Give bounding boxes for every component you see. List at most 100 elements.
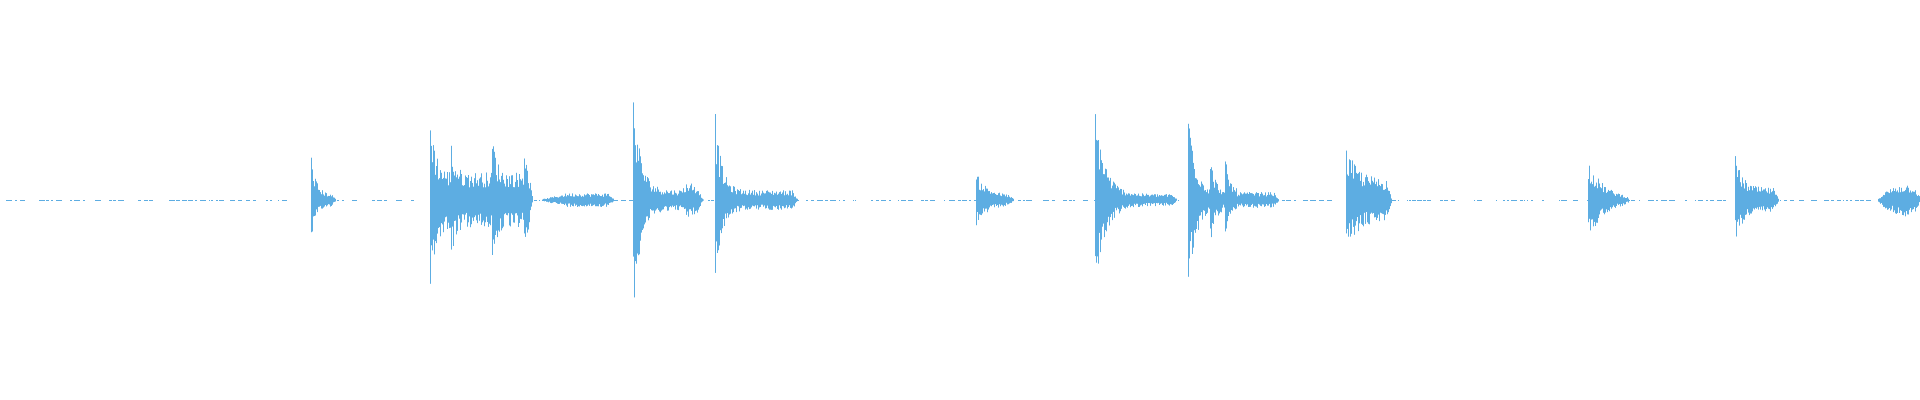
- waveform-sample-column: [1747, 191, 1748, 210]
- waveform-sample-column: [1264, 195, 1265, 207]
- waveform-sample-column: [508, 187, 509, 214]
- waveform-sample-column: [1737, 177, 1738, 222]
- waveform-sample-column: [594, 195, 595, 205]
- waveform-sample-column: [1244, 192, 1245, 207]
- waveform-sample-column: [676, 193, 677, 206]
- waveform-sample-column: [1190, 137, 1191, 242]
- waveform-sample-column: [1227, 174, 1228, 222]
- waveform-sample-column: [609, 196, 610, 203]
- waveform-sample-column: [1895, 188, 1896, 214]
- waveform-sample-column: [1008, 195, 1009, 205]
- waveform-sample-column: [511, 175, 512, 214]
- waveform-sample-column: [458, 178, 459, 216]
- waveform-sample-column: [728, 186, 729, 218]
- waveform-sample-column: [1256, 192, 1257, 207]
- waveform-sample-column: [1897, 190, 1898, 213]
- waveform-sample-column: [1746, 183, 1747, 215]
- waveform-sample-column: [1905, 189, 1906, 217]
- waveform-sample-column: [557, 197, 558, 204]
- waveform-sample-column: [560, 196, 561, 203]
- waveform-sample-column: [523, 184, 524, 220]
- waveform-sample-column: [1765, 188, 1766, 212]
- waveform-sample-column: [1383, 189, 1384, 215]
- waveform-sample-column: [1748, 186, 1749, 213]
- waveform-sample-column: [1622, 194, 1623, 206]
- waveform-sample-column: [1269, 194, 1270, 204]
- waveform-sample-column: [1608, 189, 1609, 210]
- waveform-sample-column: [1369, 182, 1370, 225]
- waveform-sample-column: [495, 157, 496, 235]
- waveform-sample-column: [1606, 192, 1607, 210]
- waveform-sample-column: [486, 172, 487, 217]
- waveform-sample-column: [1352, 160, 1353, 220]
- waveform-sample-column: [1390, 194, 1391, 207]
- waveform-sample-column: [547, 198, 548, 202]
- waveform-sample-column: [1165, 194, 1166, 206]
- waveform-sample-column: [445, 178, 446, 218]
- waveform-sample-column: [565, 193, 566, 204]
- waveform-sample-column: [674, 190, 675, 206]
- waveform-sample-column: [978, 176, 979, 220]
- waveform-sample-column: [658, 189, 659, 210]
- waveform-sample-column: [716, 164, 717, 242]
- waveform-sample-column: [1156, 196, 1157, 203]
- waveform-sample-column: [1095, 114, 1096, 257]
- waveform-sample-column: [430, 130, 431, 284]
- waveform-sample-column: [1607, 191, 1608, 213]
- waveform-sample-column: [612, 198, 613, 203]
- waveform-sample-column: [1116, 188, 1117, 211]
- waveform-sample-column: [1619, 194, 1620, 205]
- waveform-sample-column: [740, 189, 741, 209]
- waveform-sample-column: [1140, 196, 1141, 206]
- waveform-sample-column: [1272, 195, 1273, 204]
- waveform-sample-column: [1239, 195, 1240, 205]
- waveform-sample-column: [441, 172, 442, 224]
- waveform-sample-column: [793, 193, 794, 206]
- waveform-sample-column: [738, 190, 739, 207]
- waveform-sample-column: [484, 183, 485, 227]
- waveform-sample-column: [661, 194, 662, 211]
- waveform-sample-column: [992, 193, 993, 205]
- waveform-sample-column: [1118, 187, 1119, 210]
- waveform-sample-column: [605, 193, 606, 204]
- waveform-sample-column: [1141, 196, 1142, 205]
- waveform-sample-column: [472, 182, 473, 218]
- waveform-sample-column: [647, 177, 648, 217]
- waveform-sample-column: [514, 187, 515, 223]
- waveform-sample-column: [993, 193, 994, 205]
- waveform-sample-column: [780, 191, 781, 209]
- waveform-sample-column: [498, 164, 499, 231]
- waveform-sample-column: [575, 194, 576, 206]
- waveform-sample-column: [532, 196, 533, 203]
- waveform-sample-column: [465, 175, 466, 215]
- waveform-sample-column: [1917, 196, 1918, 207]
- waveform-sample-column: [1353, 178, 1354, 227]
- waveform-sample-column: [1364, 185, 1365, 213]
- waveform-sample-column: [721, 165, 722, 234]
- waveform-sample-column: [1775, 194, 1776, 207]
- waveform-sample-column: [789, 190, 790, 206]
- waveform-sample-column: [692, 190, 693, 215]
- waveform-sample-column: [509, 176, 510, 226]
- waveform-sample-column: [597, 195, 598, 207]
- waveform-sample-column: [1151, 194, 1152, 204]
- waveform-sample-column: [1122, 194, 1123, 206]
- waveform-sample-column: [1384, 189, 1385, 221]
- waveform-sample-column: [1772, 191, 1773, 209]
- waveform-sample-column: [646, 181, 647, 217]
- waveform-sample-column: [1114, 182, 1115, 218]
- waveform-sample-column: [563, 196, 564, 204]
- waveform-sample-column: [749, 189, 750, 210]
- waveform-sample-column: [1004, 194, 1005, 206]
- waveform-sample-column: [794, 196, 795, 207]
- waveform-sample-column: [318, 189, 319, 207]
- waveform-sample-column: [671, 190, 672, 208]
- waveform-sample-column: [1196, 178, 1197, 229]
- waveform-sample-column: [1355, 165, 1356, 226]
- waveform-sample-column: [610, 196, 611, 203]
- waveform-sample-column: [1907, 185, 1908, 215]
- waveform-sample-column: [469, 187, 470, 217]
- waveform-sample-column: [459, 176, 460, 219]
- waveform-sample-column: [779, 192, 780, 206]
